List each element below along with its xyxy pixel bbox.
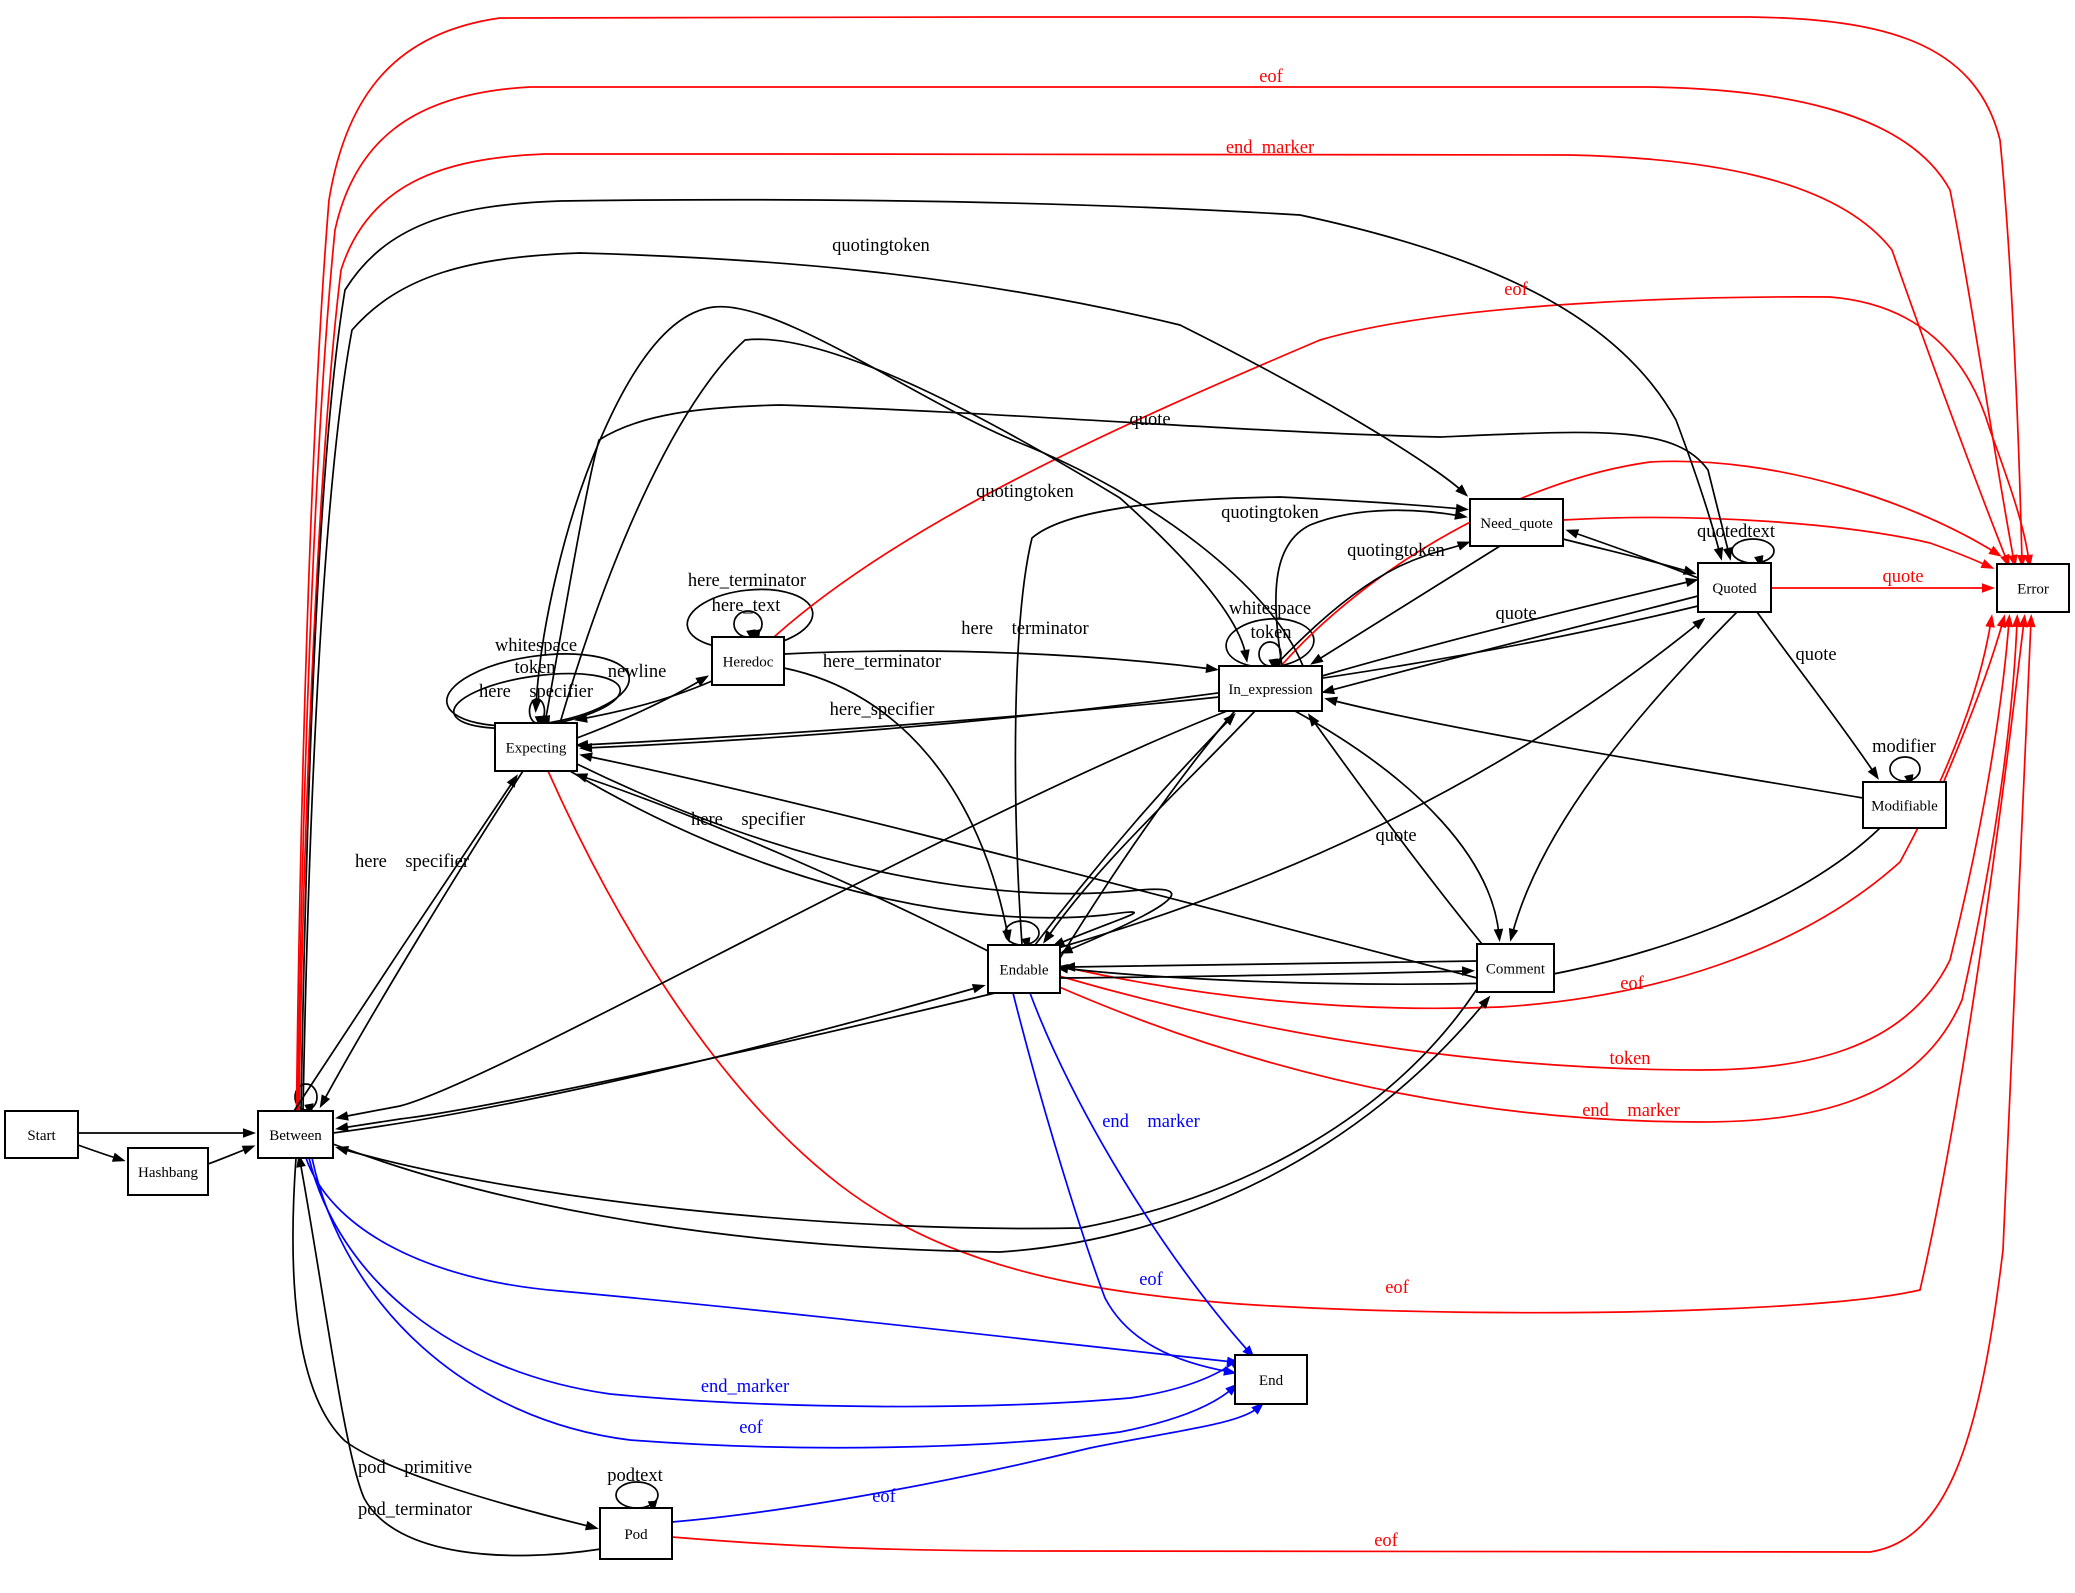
svg-text:eof: eof (1139, 1270, 1163, 1290)
svg-text:In_expression: In_expression (1228, 682, 1313, 698)
svg-text:Pod: Pod (624, 1527, 648, 1543)
svg-text:token: token (514, 658, 555, 678)
svg-text:Modifiable: Modifiable (1871, 799, 1938, 815)
svg-text:eof: eof (1374, 1531, 1398, 1551)
svg-text:newline: newline (608, 662, 667, 682)
svg-text:eof: eof (1504, 280, 1528, 300)
svg-text:eof: eof (1385, 1278, 1409, 1298)
svg-text:pod primitive: pod primitive (358, 1458, 472, 1478)
svg-text:Start: Start (27, 1128, 56, 1144)
svg-text:podtext: podtext (607, 1466, 663, 1486)
svg-text:quotingtoken: quotingtoken (1347, 541, 1445, 561)
svg-text:Error: Error (2017, 582, 2049, 598)
svg-text:Need_quote: Need_quote (1480, 516, 1553, 532)
svg-text:here specifier: here specifier (691, 810, 805, 830)
svg-text:quotingtoken: quotingtoken (1221, 503, 1319, 523)
svg-text:quotedtext: quotedtext (1697, 522, 1776, 542)
svg-text:whitespace: whitespace (1229, 599, 1311, 619)
svg-text:end marker: end marker (1582, 1101, 1680, 1121)
svg-text:quote: quote (1495, 604, 1536, 624)
svg-text:here specifier: here specifier (479, 682, 593, 702)
svg-text:end marker: end marker (1102, 1112, 1200, 1132)
svg-text:quote: quote (1795, 645, 1836, 665)
svg-text:eof: eof (739, 1418, 763, 1438)
svg-text:Hashbang: Hashbang (138, 1165, 198, 1181)
svg-text:here_terminator: here_terminator (823, 652, 941, 672)
svg-text:end_marker: end_marker (1226, 138, 1314, 158)
svg-text:eof: eof (872, 1487, 896, 1507)
svg-text:quote: quote (1129, 410, 1170, 430)
svg-text:token: token (1250, 623, 1291, 643)
svg-text:here specifier: here specifier (355, 852, 469, 872)
svg-text:pod_terminator: pod_terminator (358, 1500, 472, 1520)
svg-text:Endable: Endable (999, 963, 1048, 979)
svg-text:quote: quote (1882, 567, 1923, 587)
svg-text:here_specifier: here_specifier (830, 700, 935, 720)
svg-text:Expecting: Expecting (506, 741, 567, 757)
svg-text:Quoted: Quoted (1712, 581, 1757, 597)
svg-text:quote: quote (1375, 826, 1416, 846)
svg-text:Between: Between (269, 1128, 322, 1144)
svg-text:whitespace: whitespace (495, 636, 577, 656)
svg-text:End: End (1259, 1373, 1284, 1389)
svg-text:Heredoc: Heredoc (723, 655, 774, 671)
svg-text:here_terminator: here_terminator (688, 571, 806, 591)
svg-text:end_marker: end_marker (701, 1377, 789, 1397)
svg-text:modifier: modifier (1872, 737, 1936, 757)
svg-text:Comment: Comment (1486, 962, 1546, 978)
svg-text:eof: eof (1620, 974, 1644, 994)
svg-text:eof: eof (1259, 67, 1283, 87)
svg-text:here terminator: here terminator (961, 619, 1088, 639)
svg-text:here_text: here_text (712, 596, 782, 616)
svg-text:quotingtoken: quotingtoken (976, 482, 1074, 502)
svg-text:token: token (1609, 1049, 1650, 1069)
svg-text:quotingtoken: quotingtoken (832, 236, 930, 256)
